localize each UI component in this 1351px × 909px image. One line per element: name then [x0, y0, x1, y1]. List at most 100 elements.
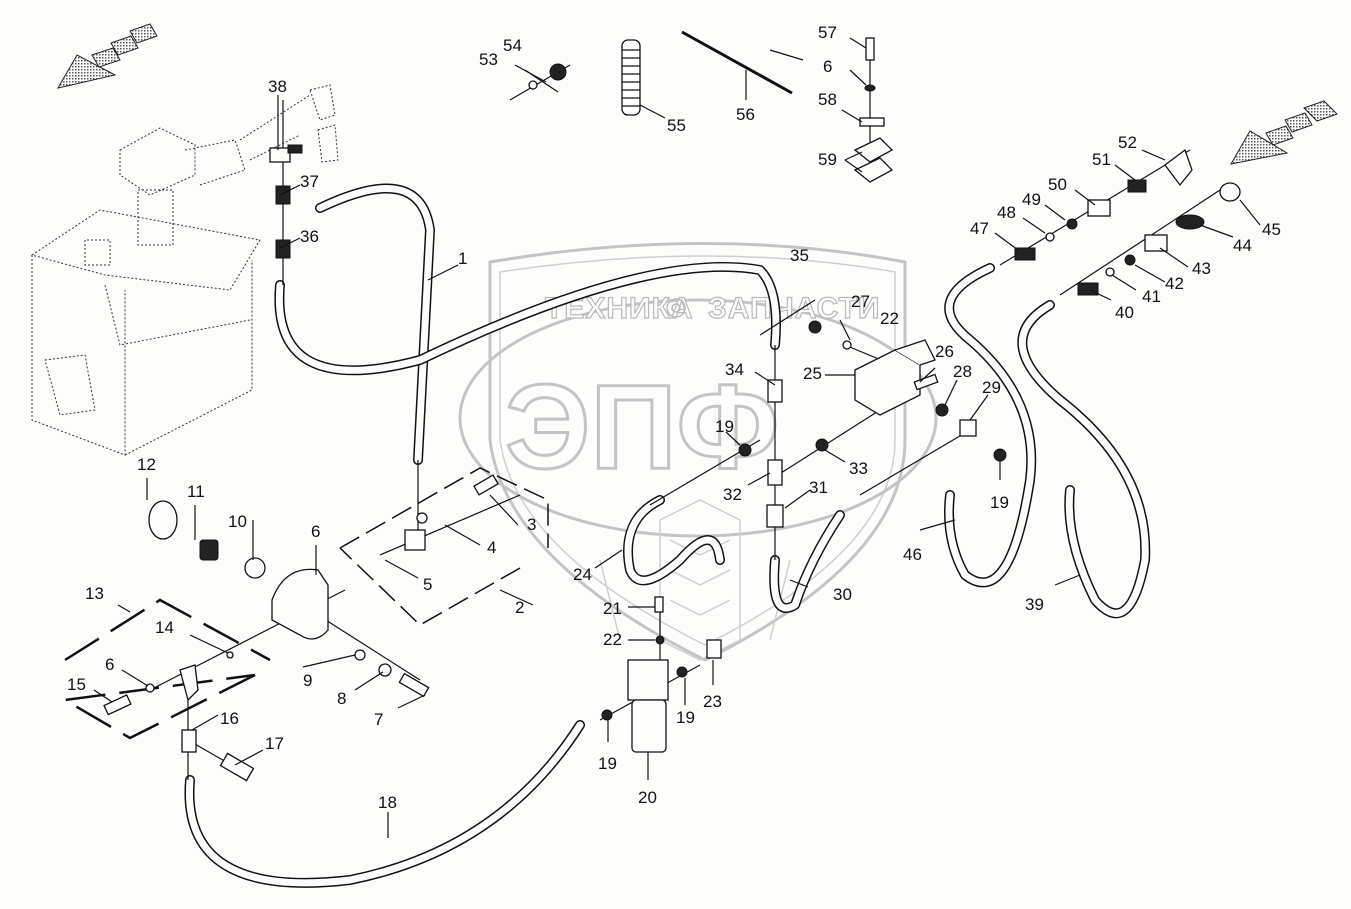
- callout-25: 25: [803, 364, 822, 383]
- nut-43: [1144, 234, 1168, 252]
- o-ring-12: [148, 500, 178, 540]
- callout-13: 13: [85, 584, 104, 603]
- callout-1: 1: [458, 249, 467, 268]
- callout-21: 21: [603, 599, 622, 618]
- washer-42: [1124, 254, 1136, 266]
- callout-55: 55: [667, 116, 686, 135]
- nut-54-washer-53: [528, 63, 567, 90]
- seal-ring-10: [244, 557, 266, 579]
- callout-52: 52: [1118, 133, 1137, 152]
- watermark-ellipse: [458, 298, 938, 538]
- washer-22-lower: [655, 635, 665, 645]
- tee-16: [181, 729, 197, 753]
- adapter-37: [275, 185, 291, 205]
- callout-54: 54: [503, 36, 522, 55]
- callout-3: 3: [527, 515, 536, 534]
- callout-2: 2: [515, 598, 524, 617]
- callout-46: 46: [903, 545, 922, 564]
- washer-48: [1045, 232, 1055, 242]
- callout-19-a: 19: [715, 417, 734, 436]
- coupler-17: [219, 752, 255, 782]
- callout-39: 39: [1025, 595, 1044, 614]
- callout-labels: 1 2 3 4 5 6 6 6 7 8 9 10 11 12 13 14 15 …: [67, 23, 1281, 812]
- callout-5: 5: [423, 575, 432, 594]
- callout-9: 9: [303, 671, 312, 690]
- callout-42: 42: [1165, 274, 1184, 293]
- group-outline-13: [61, 598, 271, 740]
- callout-34: 34: [725, 360, 744, 379]
- callout-49: 49: [1022, 190, 1041, 209]
- callout-31: 31: [809, 478, 828, 497]
- adapter-51: [1127, 179, 1147, 193]
- callout-59: 59: [818, 150, 837, 169]
- callout-44: 44: [1233, 236, 1252, 255]
- watermark: ТЕХНИКА ЗАПЧАСТИ ЭПФ: [458, 242, 938, 662]
- nut-19-b: [993, 448, 1007, 462]
- bolt-15: [103, 694, 132, 716]
- group-outline-2: [339, 467, 549, 626]
- nut-19-d: [601, 709, 613, 721]
- callout-24: 24: [573, 565, 592, 584]
- watermark-shield-inner: [499, 255, 896, 646]
- watermark-shield-outer: [488, 242, 907, 662]
- callout-16: 16: [220, 709, 239, 728]
- callout-14: 14: [155, 618, 174, 637]
- tee-32: [767, 459, 783, 486]
- adapter-36: [275, 239, 291, 259]
- bolt-7: [398, 672, 430, 698]
- fitting-3-5: [404, 529, 426, 551]
- callout-30: 30: [833, 585, 852, 604]
- callout-8: 8: [337, 689, 346, 708]
- elbow-fitting-13: [179, 664, 199, 702]
- callout-4: 4: [487, 538, 496, 557]
- callout-32: 32: [723, 485, 742, 504]
- callout-50: 50: [1048, 175, 1067, 194]
- washer-22-upper: [842, 340, 852, 350]
- callout-27: 27: [851, 292, 870, 311]
- washer-4: [416, 512, 428, 524]
- elbow-23: [706, 639, 722, 659]
- callout-47: 47: [970, 219, 989, 238]
- callout-40: 40: [1115, 303, 1134, 322]
- tee-34: [767, 379, 783, 403]
- forward-direction-arrow-right: [1230, 100, 1338, 165]
- hose-1: [315, 183, 435, 465]
- adapter-28: [935, 403, 949, 417]
- filter-20: [627, 659, 669, 753]
- callout-12: 12: [137, 455, 156, 474]
- nut-27: [808, 320, 822, 334]
- adapter-33: [815, 438, 829, 452]
- callout-20: 20: [638, 788, 657, 807]
- cable-tie-56: [681, 30, 793, 95]
- adapter-31: [766, 504, 784, 528]
- washer-9: [354, 649, 366, 661]
- callout-38: 38: [268, 77, 287, 96]
- callout-6-lower: 6: [105, 655, 114, 674]
- callout-22-upper: 22: [880, 309, 899, 328]
- callout-43: 43: [1192, 259, 1211, 278]
- callout-33: 33: [849, 459, 868, 478]
- gear-icon: [666, 298, 686, 318]
- filter-element-11: [199, 539, 219, 561]
- pump-6: [271, 568, 329, 640]
- callout-19-c: 19: [676, 708, 695, 727]
- small-parts: [103, 30, 1241, 782]
- washer-8: [378, 663, 392, 677]
- callout-6-upper: 6: [823, 57, 832, 76]
- o-ring-14: [226, 651, 234, 659]
- callout-58: 58: [818, 90, 837, 109]
- watermark-logo-letters: ЭПФ: [505, 360, 779, 494]
- callout-48: 48: [997, 203, 1016, 222]
- hydraulic-tank: [30, 84, 339, 456]
- nut-19-c: [676, 666, 688, 678]
- dust-cap-45: [1219, 182, 1241, 202]
- callout-45: 45: [1262, 220, 1281, 239]
- callout-17: 17: [265, 734, 284, 753]
- washer-49: [1066, 218, 1078, 230]
- valve-block: [119, 127, 246, 246]
- callout-11: 11: [187, 482, 205, 501]
- tee-29: [959, 419, 977, 437]
- callout-10: 10: [228, 512, 247, 531]
- bolt-21: [654, 596, 664, 613]
